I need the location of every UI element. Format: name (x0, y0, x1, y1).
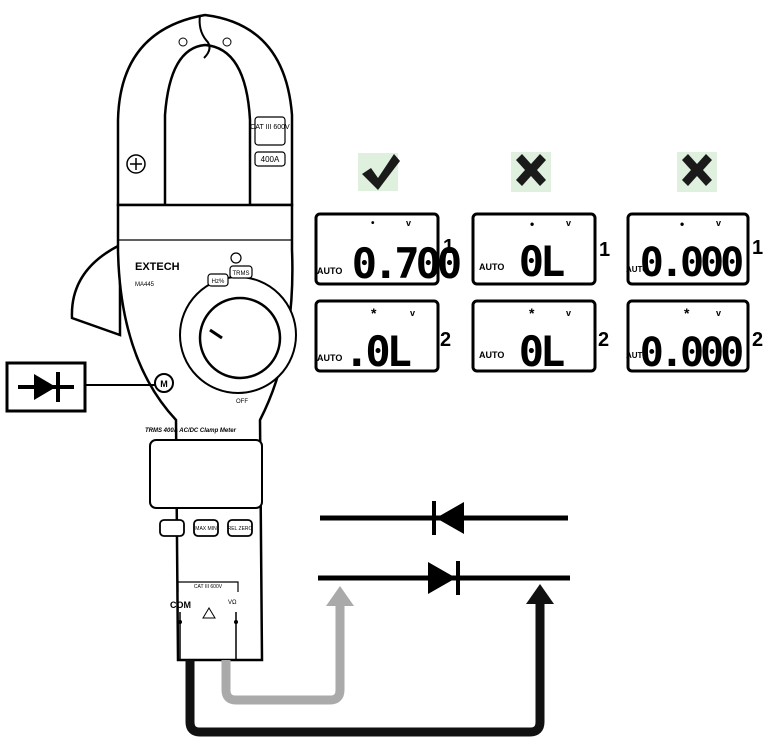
lcd-indicator: v (716, 218, 721, 228)
lcd-panel: AUTO 0.000 • v (626, 212, 750, 286)
lcd-indicator: v (716, 308, 721, 318)
lcd-auto-label: AUTO (479, 350, 504, 360)
verdict-ok (358, 153, 400, 191)
jaw-rating-label: CAT III 600V (250, 124, 290, 131)
trigger-lever (70, 242, 122, 337)
jack-com-label: COM (170, 600, 191, 610)
lcd-reading: 0L (519, 237, 564, 286)
lcd-panel: AUTO 0.700 • v (314, 212, 464, 288)
jaw-rating-box (254, 116, 286, 146)
gray-lead-arrow-icon (326, 586, 354, 606)
black-test-lead (185, 600, 545, 737)
hold-button[interactable] (159, 519, 185, 537)
lcd-auto-label: AUTO (317, 353, 342, 363)
lcd-auto-label: AUTO (479, 262, 504, 272)
lcd-index: 1 (599, 239, 610, 261)
dial-label-hz: Hz% (212, 279, 225, 285)
lcd-panel: AUTO 0.000 * v (626, 299, 750, 376)
lcd-indicator: v (406, 218, 411, 228)
meter-subtitle: TRMS 400A AC/DC Clamp Meter (145, 428, 237, 434)
meter-screen (149, 439, 263, 509)
forward-diode (318, 561, 570, 595)
lcd-indicator: v (566, 308, 571, 318)
lcd-indicator: * (684, 305, 690, 321)
lcd-indicator: • (530, 217, 534, 231)
cross-icon (682, 154, 712, 186)
jack-header: CAT III 600V (194, 584, 223, 590)
model-label: MA445 (135, 282, 155, 288)
lcd-indicator: * (371, 305, 377, 321)
diode-icon (34, 374, 56, 400)
lcd-indicator: • (371, 218, 375, 229)
forward-diode-icon (428, 562, 456, 594)
lcd-reading: 0.000 (640, 330, 742, 376)
lcd-indicator: • (680, 217, 684, 231)
lcd-reading: .0L (344, 327, 411, 376)
reverse-diode-icon (436, 502, 464, 534)
diode-mode-callout (5, 361, 155, 413)
lcd-auto-label: AUTO (317, 266, 342, 276)
lcd-reading: 0.000 (640, 240, 742, 286)
cross-icon (516, 154, 546, 186)
lcd-reading: 0.700 (352, 239, 460, 288)
rel-zero-label: REL ZERO (228, 526, 253, 532)
lcd-index: 1 (443, 236, 454, 258)
check-icon (362, 154, 400, 190)
gray-test-lead (221, 604, 345, 705)
brand-label: EXTECH (135, 261, 180, 273)
dial-label-trms: TRMS (233, 271, 250, 277)
max-min-label: MAX MIN (195, 526, 217, 532)
lcd-panel: AUTO 0L • v (471, 212, 597, 286)
mode-button[interactable] (154, 373, 174, 393)
rel-zero-button[interactable] (227, 519, 253, 537)
reverse-diode (320, 501, 568, 535)
lcd-reading: 0L (519, 327, 564, 376)
jack-v-label: VΩ (228, 600, 237, 606)
verdict-fail-2 (511, 152, 551, 192)
clamp-jaw (116, 13, 294, 207)
light-icon (230, 252, 242, 264)
lcd-auto-label: AUTO (626, 265, 649, 274)
lcd-indicator: v (410, 308, 415, 318)
warning-icon (202, 607, 216, 619)
dial-label-off: OFF (236, 399, 248, 405)
jaw-current-box (254, 151, 286, 167)
max-min-button[interactable] (193, 519, 219, 537)
mode-button-label: M (160, 379, 168, 389)
lcd-indicator: v (566, 218, 571, 228)
clamp-meter: CAT III 600V 400A EXTECH MA445 OFF TRMS … (70, 13, 297, 662)
lcd-index: 2 (752, 329, 763, 351)
lcd-index: 1 (752, 237, 763, 259)
lcd-panel: AUTO .0L * v (314, 299, 440, 376)
jaw-screw-icon (178, 37, 188, 47)
lcd-auto-label: AUTO (626, 351, 649, 360)
verdict-fail-3 (677, 152, 717, 192)
black-lead-arrow-icon (526, 584, 554, 604)
dial-pointer (209, 328, 223, 340)
jaw-screw-icon (222, 37, 232, 47)
lcd-index: 2 (598, 329, 609, 351)
lcd-indicator: * (529, 305, 535, 321)
lcd-panel: AUTO 0L * v (471, 299, 597, 376)
jaw-current-label: 400A (261, 155, 280, 164)
rotary-dial[interactable] (198, 296, 282, 380)
lcd-index: 2 (440, 329, 451, 351)
